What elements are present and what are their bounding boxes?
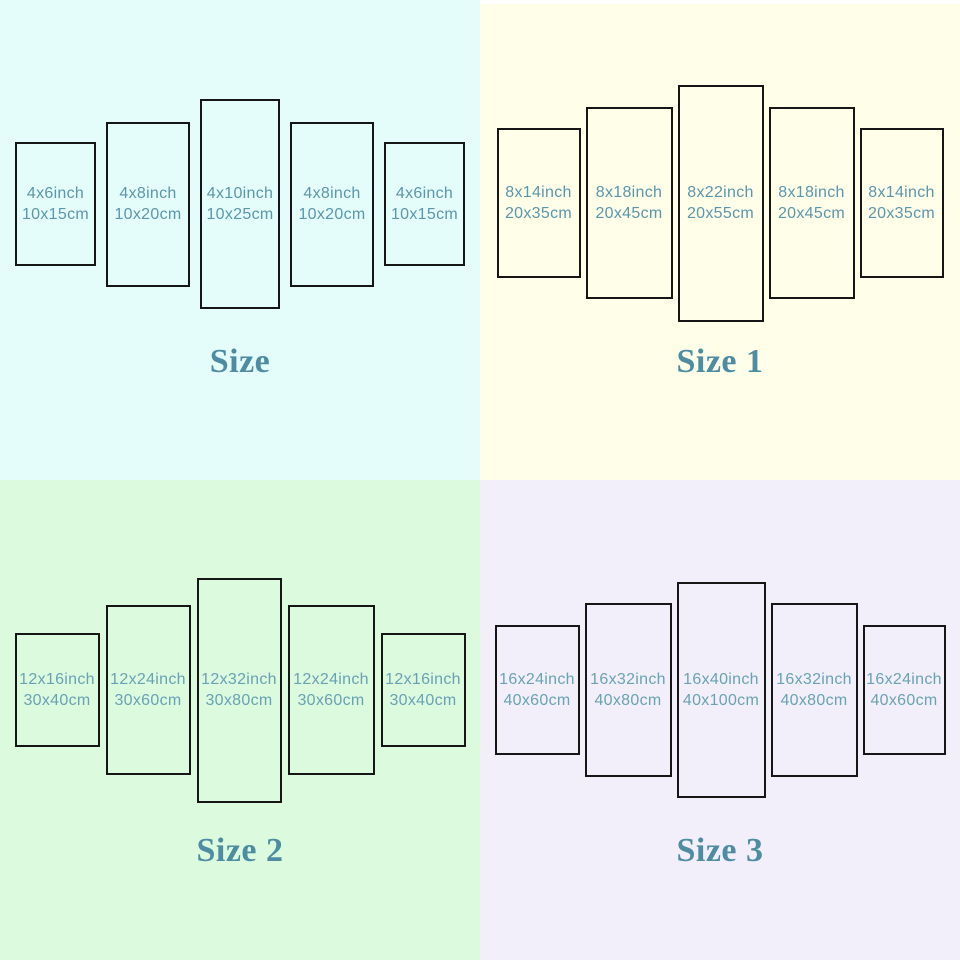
panel-size-cm: 10x15cm [390, 206, 459, 223]
panel-size-cm: 20x55cm [686, 205, 755, 222]
canvas-panel: 12x24inch 30x60cm [105, 605, 191, 775]
canvas-panel: 8x18inch 20x45cm [768, 107, 855, 299]
panel-size-inch: 4x8inch [119, 184, 177, 202]
canvas-panel: 12x16inch 30x40cm [14, 633, 100, 747]
panel-size-cm: 20x45cm [777, 205, 846, 222]
panel-size-inch: 16x32inch [776, 670, 852, 688]
size-2-section: 12x16inch 30x40cm 12x24inch 30x60cm 12x3… [0, 480, 480, 960]
size-1-section: 8x14inch 20x35cm 8x18inch 20x45cm 8x22in… [480, 0, 960, 480]
canvas-panel: 16x24inch 40x60cm [494, 625, 580, 755]
panel-size-inch: 4x6inch [395, 184, 454, 202]
panel-size-inch: 8x14inch [505, 183, 572, 201]
panel-size-cm: 30x40cm [23, 692, 91, 709]
canvas-panel: 16x32inch 40x80cm [584, 603, 672, 777]
panel-size-inch: 8x22inch [687, 183, 754, 201]
panel-size-inch: 12x24inch [110, 670, 186, 688]
panel-size-cm: 40x80cm [780, 692, 848, 709]
panel-size-cm: 30x60cm [114, 692, 182, 709]
canvas-panel: 16x40inch 40x100cm [676, 582, 766, 798]
panel-size-cm: 20x45cm [595, 205, 663, 222]
canvas-panel: 12x24inch 30x60cm [287, 605, 375, 775]
canvas-panel: 4x6inch 10x15cm [384, 142, 465, 266]
panel-size-cm: 20x35cm [867, 205, 936, 222]
panel-size-inch: 8x14inch [868, 183, 935, 201]
section-title: Size [209, 343, 271, 380]
panel-size-inch: 4x8inch [303, 184, 361, 202]
panel-size-inch: 4x6inch [26, 184, 85, 202]
panel-size-inch: 4x10inch [206, 184, 274, 202]
panel-size-inch: 8x18inch [778, 183, 845, 201]
panel-size-inch: 16x40inch [683, 670, 759, 688]
size-3-section: 16x24inch 40x60cm 16x32inch 40x80cm 16x4… [480, 480, 960, 960]
canvas-panel: 8x18inch 20x45cm [585, 107, 673, 299]
canvas-panel: 8x14inch 20x35cm [496, 128, 581, 278]
panel-size-inch: 12x32inch [201, 670, 277, 688]
panel-size-cm: 10x20cm [298, 206, 366, 223]
canvas-panel: 4x8inch 10x20cm [290, 121, 374, 287]
canvas-panel: 8x14inch 20x35cm [859, 128, 944, 278]
panel-size-inch: 16x24inch [499, 670, 575, 688]
panel-size-inch: 12x16inch [385, 670, 461, 688]
panel-size-cm: 40x60cm [503, 692, 571, 709]
panel-size-cm: 40x100cm [682, 692, 760, 709]
section-title: Size 3 [676, 832, 764, 869]
canvas-panel: 4x8inch 10x20cm [106, 121, 190, 287]
panel-size-cm: 40x60cm [870, 692, 938, 709]
panel-size-cm: 20x35cm [504, 205, 573, 222]
panel-size-inch: 12x16inch [19, 670, 95, 688]
canvas-panel: 16x32inch 40x80cm [770, 603, 858, 777]
canvas-panel: 4x10inch 10x25cm [200, 99, 280, 309]
panel-size-inch: 12x24inch [293, 670, 369, 688]
canvas-panel: 4x6inch 10x15cm [15, 142, 96, 266]
panel-size-cm: 40x80cm [594, 692, 662, 709]
panel-size-cm: 30x60cm [297, 692, 365, 709]
panel-size-cm: 30x40cm [389, 692, 457, 709]
panel-size-cm: 10x25cm [206, 206, 274, 223]
panel-size-inch: 16x24inch [866, 670, 942, 688]
canvas-panel: 8x22inch 20x55cm [677, 84, 764, 322]
panel-size-inch: 8x18inch [595, 183, 663, 201]
section-title: Size 1 [676, 343, 764, 380]
canvas-panel: 12x16inch 30x40cm [380, 633, 466, 747]
panel-size-cm: 10x15cm [21, 206, 90, 223]
canvas-panel: 16x24inch 40x60cm [862, 625, 946, 755]
canvas-panel: 12x32inch 30x80cm [196, 577, 282, 803]
panel-size-cm: 30x80cm [205, 692, 273, 709]
panel-size-inch: 16x32inch [590, 670, 666, 688]
panel-size-cm: 10x20cm [114, 206, 182, 223]
size-section: 4x6inch 10x15cm 4x8inch 10x20cm 4x10inch… [0, 0, 480, 480]
section-title: Size 2 [196, 832, 284, 869]
